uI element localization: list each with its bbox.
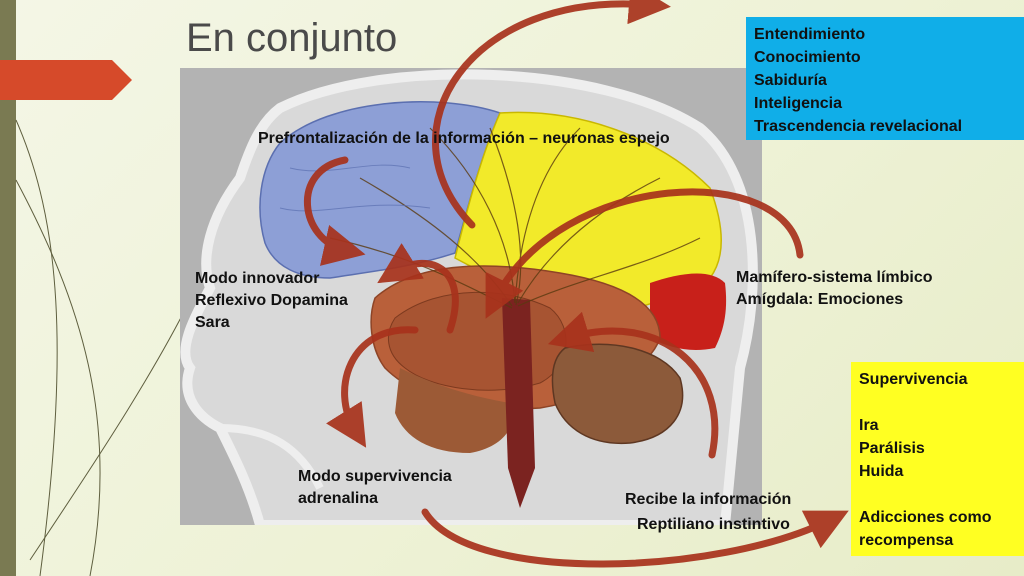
left-accent-band — [0, 0, 16, 576]
box-spacer — [859, 483, 1024, 506]
label-prefrontal: Prefrontalización de la información – ne… — [258, 130, 670, 147]
label-reflexivo-dopamina: Reflexivo Dopamina — [195, 292, 348, 309]
box-item: Sabiduría — [754, 72, 827, 89]
label-sara: Sara — [195, 314, 230, 331]
box-item: recompensa — [859, 532, 954, 549]
slide-title: En conjunto — [186, 16, 398, 60]
box-item: Ira — [859, 417, 879, 434]
box-item: Inteligencia — [754, 95, 843, 112]
box-item: Adicciones como — [859, 509, 992, 526]
survival-responses-box: Supervivencia Ira Parálisis Huida Adicci… — [851, 362, 1024, 556]
occipital-lobe — [650, 273, 727, 350]
left-arrow-tab — [0, 60, 132, 100]
box-item: Conocimiento — [754, 49, 861, 66]
box-spacer — [859, 391, 1024, 414]
box-item: Parálisis — [859, 440, 925, 457]
label-recibe-informacion: Recibe la información — [625, 491, 792, 508]
higher-functions-box: Entendimiento Conocimiento Sabiduría Int… — [746, 17, 1024, 140]
label-adrenalina: adrenalina — [298, 490, 379, 507]
label-modo-innovador: Modo innovador — [195, 270, 320, 287]
box-item: Trascendencia revelacional — [754, 118, 963, 135]
label-reptiliano: Reptiliano instintivo — [637, 516, 790, 533]
box-item: Huida — [859, 463, 904, 480]
brainstem — [502, 298, 535, 508]
label-amigdala: Amígdala: Emociones — [736, 291, 904, 308]
label-mamifero: Mamífero-sistema límbico — [736, 269, 933, 286]
box-item: Supervivencia — [859, 371, 968, 388]
label-modo-supervivencia: Modo supervivencia — [298, 468, 452, 485]
box-item: Entendimiento — [754, 26, 866, 43]
